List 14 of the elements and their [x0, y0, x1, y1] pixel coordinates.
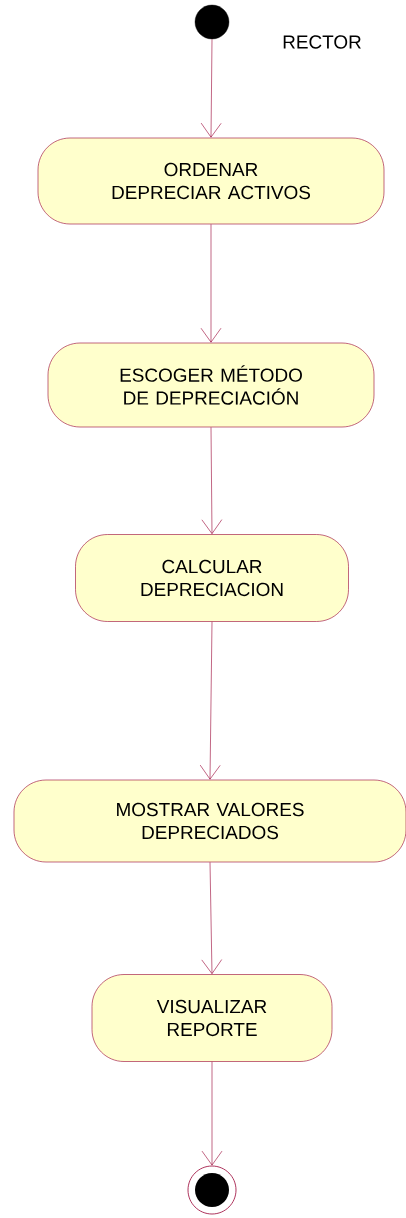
arrow [200, 224, 222, 343]
arrow [199, 621, 221, 780]
activity-box: ORDENAR DEPRECIAR ACTIVOS [37, 137, 385, 225]
arrow [200, 38, 222, 138]
arrow [201, 427, 223, 534]
activity-box: CALCULAR DEPRECIACION [75, 534, 349, 622]
start-dot [194, 4, 230, 40]
lane-label: RECTOR [283, 35, 361, 49]
end-dot [187, 1165, 237, 1215]
activity-box: MOSTRAR VALORES DEPRECIADOS [13, 779, 406, 863]
activity-box: VISUALIZAR REPORTE [91, 974, 333, 1062]
activity-box: ESCOGER MÉTODO DE DEPRECIACIÓN [47, 342, 375, 428]
arrow [201, 862, 223, 974]
arrow [201, 1061, 223, 1166]
